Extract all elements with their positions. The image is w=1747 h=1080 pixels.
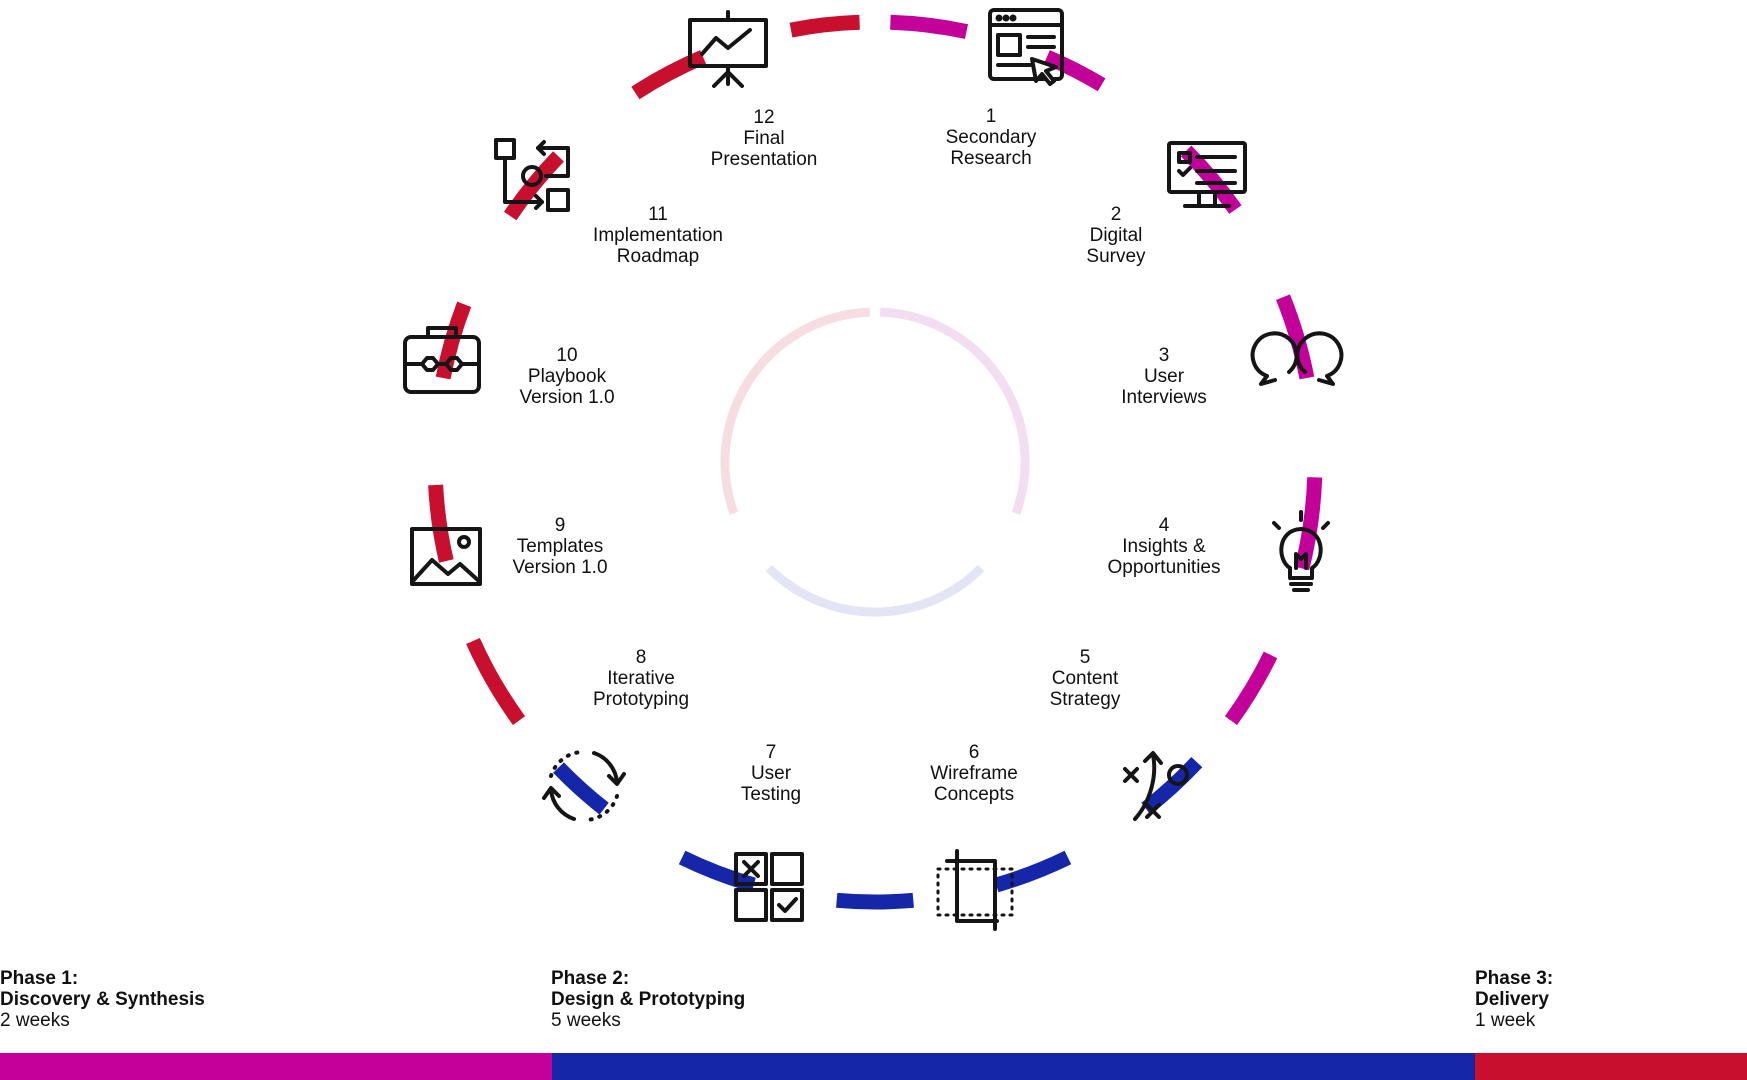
outer-ring-segment bbox=[1224, 651, 1278, 726]
step-name-line: Version 1.0 bbox=[519, 387, 615, 408]
step-number: 11 bbox=[648, 204, 668, 225]
step-label-2: 2 Digital Survey bbox=[1016, 204, 1216, 267]
outer-ring-segment bbox=[631, 50, 707, 100]
step-name-line: Strategy bbox=[1049, 689, 1121, 710]
phase-title: Phase 2: bbox=[551, 968, 630, 989]
flow-process-icon bbox=[494, 138, 570, 212]
step-name-line: Concepts bbox=[933, 784, 1015, 805]
step-name-line: Playbook bbox=[527, 366, 607, 387]
step-name-line: Wireframe bbox=[930, 763, 1018, 784]
step-name-line: Content bbox=[1051, 668, 1119, 689]
step-name-line: Opportunities bbox=[1107, 557, 1221, 578]
step-label-1: 1 Secondary Research bbox=[891, 106, 1091, 169]
step-name-line: Final bbox=[743, 128, 785, 149]
phase-duration: 2 weeks bbox=[0, 1010, 70, 1031]
outer-ring-segment bbox=[1276, 294, 1315, 380]
outer-ring-segment bbox=[994, 850, 1072, 893]
phase-name: Design & Prototyping bbox=[551, 989, 746, 1010]
step-number: 7 bbox=[765, 742, 777, 763]
step-name-line: Survey bbox=[1086, 246, 1146, 267]
checkbox-grid-icon bbox=[734, 852, 804, 922]
step-name-line: Prototyping bbox=[592, 689, 690, 710]
step-name-line: Secondary bbox=[945, 127, 1037, 148]
phase-1-legend: Phase 1: Discovery & Synthesis 2 weeks bbox=[0, 968, 205, 1031]
outer-ring-segment bbox=[890, 14, 969, 39]
step-name-line: Interviews bbox=[1121, 387, 1207, 408]
outer-ring-segment bbox=[553, 762, 609, 815]
step-number: 2 bbox=[1110, 204, 1122, 225]
step-name-line: Insights & bbox=[1122, 536, 1206, 557]
step-number: 4 bbox=[1158, 515, 1170, 536]
outer-ring-segment bbox=[1043, 50, 1106, 92]
inner-ring-segment bbox=[880, 307, 1030, 515]
phase-3-legend: Phase 3: Delivery 1 week bbox=[1475, 968, 1553, 1031]
step-number: 8 bbox=[635, 647, 647, 668]
lightbulb-icon bbox=[1272, 510, 1330, 592]
outer-ring-segment bbox=[1180, 145, 1242, 214]
step-label-10: 10 Playbook Version 1.0 bbox=[467, 345, 667, 408]
browser-cursor-icon bbox=[988, 8, 1064, 86]
presentation-board-icon bbox=[688, 10, 768, 88]
step-label-6: 6 Wireframe Concepts bbox=[874, 742, 1074, 805]
step-number: 6 bbox=[968, 742, 980, 763]
step-label-3: 3 User Interviews bbox=[1064, 345, 1264, 408]
outer-ring-segment bbox=[435, 301, 472, 380]
outer-ring-segment bbox=[428, 484, 454, 563]
outer-ring-segment bbox=[466, 637, 526, 726]
step-number: 1 bbox=[985, 106, 997, 127]
phase-2-legend: Phase 2: Design & Prototyping 5 weeks bbox=[551, 968, 745, 1031]
outer-ring-segment bbox=[1294, 477, 1323, 571]
step-label-8: 8 Iterative Prototyping bbox=[541, 647, 741, 710]
step-name-line: Digital bbox=[1089, 225, 1143, 246]
phase-3-bar bbox=[1475, 1053, 1747, 1080]
outer-ring-segment bbox=[1141, 756, 1203, 815]
strategy-play-icon bbox=[1123, 751, 1189, 821]
step-label-9: 9 Templates Version 1.0 bbox=[460, 515, 660, 578]
step-name-line: Research bbox=[950, 148, 1032, 169]
step-name-line: Presentation bbox=[710, 149, 818, 170]
phase-name: Delivery bbox=[1475, 989, 1549, 1010]
outer-ring-segment bbox=[789, 14, 860, 38]
toolbox-icon bbox=[403, 326, 481, 394]
step-name-line: Testing bbox=[740, 784, 802, 805]
step-number: 12 bbox=[753, 107, 775, 128]
step-number: 10 bbox=[556, 345, 578, 366]
image-icon bbox=[410, 527, 482, 586]
step-name-line: User bbox=[750, 763, 792, 784]
inner-ring-segment bbox=[720, 307, 870, 515]
inner-ring bbox=[720, 307, 1030, 617]
step-name-line: Implementation bbox=[593, 225, 723, 246]
outer-ring bbox=[428, 14, 1323, 910]
phase-duration: 5 weeks bbox=[551, 1010, 621, 1031]
step-name-line: Templates bbox=[516, 536, 604, 557]
step-name-line: Roadmap bbox=[616, 246, 700, 267]
step-name-line: Iterative bbox=[607, 668, 675, 689]
crop-frame-icon bbox=[936, 849, 1014, 931]
step-label-12: 12 Final Presentation bbox=[664, 107, 864, 170]
phase-1-bar bbox=[0, 1053, 552, 1080]
step-number: 3 bbox=[1158, 345, 1170, 366]
phase-duration: 1 week bbox=[1475, 1010, 1536, 1031]
monitor-checklist-icon bbox=[1167, 141, 1247, 208]
phase-name: Discovery & Synthesis bbox=[0, 989, 205, 1010]
phase-2-bar bbox=[552, 1053, 1475, 1080]
phase-title: Phase 3: bbox=[1475, 968, 1554, 989]
step-label-7: 7 User Testing bbox=[671, 742, 871, 805]
inner-ring-segment bbox=[765, 564, 985, 617]
step-number: 9 bbox=[554, 515, 566, 536]
step-name-line: User bbox=[1143, 366, 1185, 387]
outer-ring-segment bbox=[836, 892, 914, 910]
step-name-line: Version 1.0 bbox=[512, 557, 608, 578]
speech-bubbles-icon bbox=[1250, 331, 1344, 386]
step-label-11: 11 Implementation Roadmap bbox=[558, 204, 758, 267]
step-label-4: 4 Insights & Opportunities bbox=[1064, 515, 1264, 578]
cycle-arrows-icon bbox=[542, 750, 626, 822]
phase-title: Phase 1: bbox=[0, 968, 79, 989]
step-label-5: 5 Content Strategy bbox=[985, 647, 1185, 710]
step-number: 5 bbox=[1079, 647, 1091, 668]
